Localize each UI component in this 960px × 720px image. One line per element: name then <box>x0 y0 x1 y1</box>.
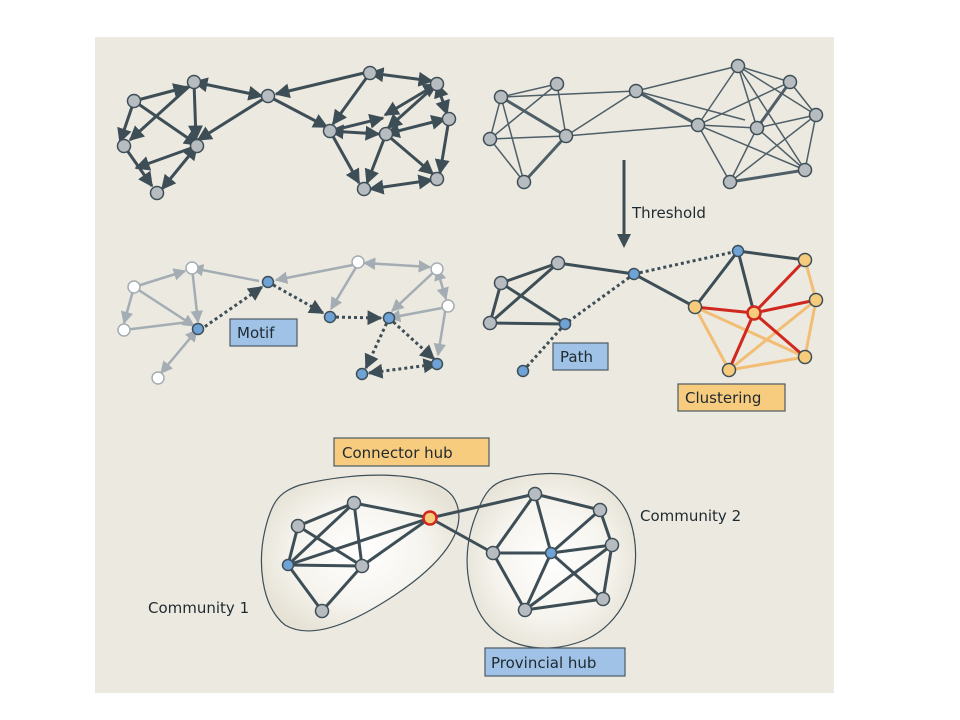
path-label: Path <box>552 342 609 371</box>
motif-label: Motif <box>229 318 298 347</box>
threshold-label: Threshold <box>631 204 706 222</box>
thresholded-network <box>488 249 806 326</box>
community-nodes <box>281 486 620 619</box>
svg-text:Motif: Motif <box>237 324 275 342</box>
svg-text:Connector hub: Connector hub <box>342 444 453 462</box>
svg-text:Path: Path <box>560 348 593 366</box>
provincial-hub-label: Provincial hub <box>484 647 626 677</box>
svg-text:Provincial hub: Provincial hub <box>491 654 596 672</box>
clustering-label: Clustering <box>677 383 786 412</box>
community-1-label: Community 1 <box>148 599 249 617</box>
weighted-network <box>489 65 817 184</box>
community-2-label: Community 2 <box>640 507 741 525</box>
motif-nodes <box>117 255 455 385</box>
svg-text:Clustering: Clustering <box>685 389 761 407</box>
thresholded-network-nodes <box>482 244 824 378</box>
motif-network <box>120 257 449 374</box>
path-dotted-edges <box>521 249 739 372</box>
directed-network <box>117 67 451 195</box>
connector-hub-label: Connector hub <box>333 437 490 467</box>
threshold-arrow <box>617 160 631 248</box>
weighted-network-nodes <box>482 58 824 190</box>
directed-network-nodes <box>116 65 457 201</box>
motif-dotted-edges <box>199 280 439 379</box>
